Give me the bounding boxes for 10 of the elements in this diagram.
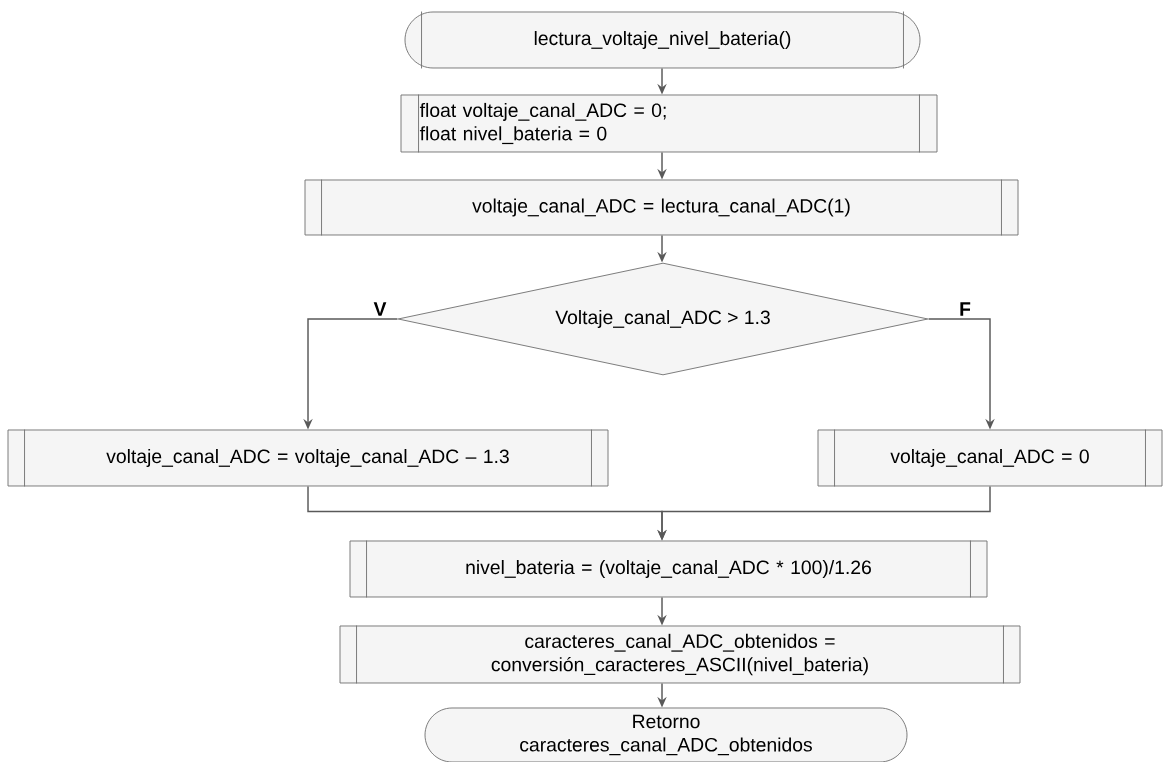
process-box: float voltaje_canal_ADC = 0; float nivel_bateria = 0 bbox=[400, 94, 938, 153]
process-box: voltaje_canal_ADC = lectura_canal_ADC(1) bbox=[304, 179, 1019, 236]
terminal-box: Retorno caracteres_canal_ADC_obtenidos bbox=[424, 707, 908, 762]
process-box: nivel_bateria = (voltaje_canal_ADC * 100)/1.26 bbox=[349, 540, 988, 598]
process-box: caracteres_canal_ADC_obtenidos = conversión_caracteres_ASCII(nivel_bateria) bbox=[339, 625, 1021, 684]
edge-label: V bbox=[372, 301, 388, 317]
process-box: voltaje_canal_ADC = 0 bbox=[817, 429, 1163, 487]
edge-label: F bbox=[957, 301, 973, 317]
terminal-box: lectura_voltaje_nivel_bateria() bbox=[404, 11, 921, 69]
process-box: voltaje_canal_ADC = voltaje_canal_ADC – 1.3 bbox=[7, 429, 609, 487]
